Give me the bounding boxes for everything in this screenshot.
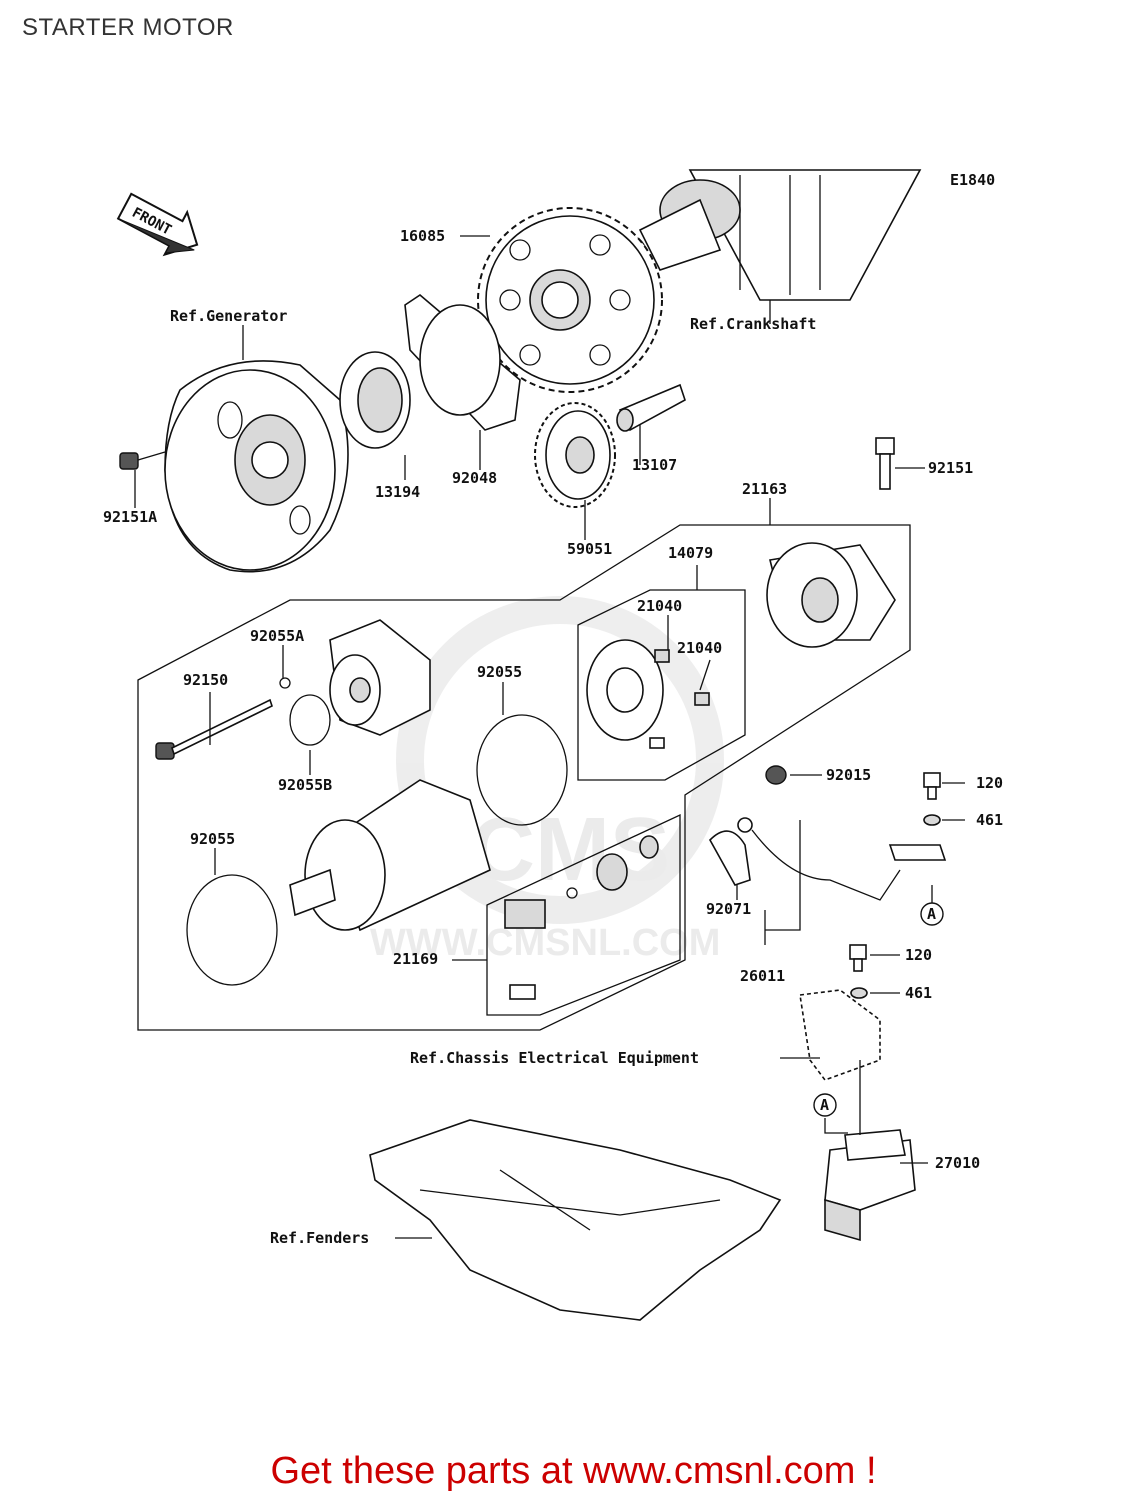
marker-a-2-label: A — [820, 1096, 829, 1114]
label-ref-generator: Ref.Generator — [170, 307, 287, 325]
rear-fender — [369, 1119, 782, 1321]
label-120-a: 120 — [976, 774, 1003, 792]
label-ref-chassis: Ref.Chassis Electrical Equipment — [410, 1049, 699, 1067]
label-92048: 92048 — [452, 469, 497, 487]
chassis-bracket — [799, 989, 881, 1081]
label-21163: 21163 — [742, 480, 787, 498]
brush-21040-b — [694, 692, 710, 706]
plate-92048 — [404, 293, 521, 431]
long-bolt-92150 — [155, 698, 273, 760]
marker-a-1-label: A — [927, 905, 936, 923]
label-92150: 92150 — [183, 671, 228, 689]
o-ring-92055-right — [476, 714, 568, 826]
connection-marker-a-1: A — [920, 902, 944, 926]
label-59051: 59051 — [567, 540, 612, 558]
label-92055A: 92055A — [250, 627, 304, 645]
brush-holder-box-14079 — [577, 589, 746, 781]
cap-92071 — [709, 830, 751, 886]
label-92015: 92015 — [826, 766, 871, 784]
o-ring-92055B — [289, 694, 331, 746]
label-14079: 14079 — [668, 544, 713, 562]
washer-461-a — [923, 814, 941, 826]
label-ref-crankshaft: Ref.Crankshaft — [690, 315, 816, 333]
label-461-b: 461 — [905, 984, 932, 1002]
label-16085: 16085 — [400, 227, 445, 245]
page-title: STARTER MOTOR — [22, 14, 234, 41]
label-21040-b: 21040 — [677, 639, 722, 657]
watermark-brand: CMS — [470, 800, 670, 900]
cable-26011 — [737, 817, 947, 901]
connection-marker-a-2: A — [813, 1093, 837, 1117]
label-92055B: 92055B — [278, 776, 332, 794]
watermark: CMS WWW.CMSNL.COM — [370, 596, 724, 964]
label-26011: 26011 — [740, 967, 785, 985]
idler-gear-59051 — [534, 402, 616, 508]
label-92055-top: 92055 — [477, 663, 522, 681]
washer-461-b — [850, 987, 868, 999]
bolt-92151A — [119, 451, 166, 470]
label-92055-left: 92055 — [190, 830, 235, 848]
bolt-92151 — [875, 437, 895, 490]
nut-92015 — [765, 765, 787, 785]
label-461-a: 461 — [976, 811, 1003, 829]
bolt-120-b — [849, 944, 867, 972]
front-arrow-icon: FRONT — [116, 192, 199, 257]
label-120-b: 120 — [905, 946, 932, 964]
label-21169: 21169 — [393, 950, 438, 968]
starter-gear-16085 — [477, 207, 663, 393]
label-21040-a: 21040 — [637, 597, 682, 615]
label-92151: 92151 — [928, 459, 973, 477]
label-13194: 13194 — [375, 483, 420, 501]
shaft-13107 — [616, 383, 686, 432]
brush-21040-a — [654, 649, 670, 663]
label-13107: 13107 — [632, 456, 677, 474]
assembly-outline-21163 — [137, 524, 911, 1031]
label-ref-fenders: Ref.Fenders — [270, 1229, 369, 1247]
front-cover — [329, 619, 431, 736]
starter-relay-27010 — [824, 1129, 916, 1242]
o-ring-92055-left — [186, 874, 278, 986]
terminal-bolt-21169 — [504, 835, 659, 1000]
footer-parts-link[interactable]: Get these parts at www.cmsnl.com ! — [270, 1450, 877, 1492]
diagram-code: E1840 — [950, 171, 995, 189]
motor-yoke — [289, 779, 491, 932]
label-92151A: 92151A — [103, 508, 157, 526]
leader-lines — [134, 235, 965, 1239]
end-cover-21163 — [766, 542, 896, 648]
brush-plate-14079 — [586, 639, 665, 749]
label-27010: 27010 — [935, 1154, 980, 1172]
o-ring-92055A — [279, 677, 291, 689]
watermark-url: WWW.CMSNL.COM — [370, 922, 720, 964]
generator-rotor — [164, 360, 349, 573]
terminal-box-21169 — [486, 813, 681, 1016]
bolt-120-a — [923, 772, 941, 800]
label-92071: 92071 — [706, 900, 751, 918]
exploded-parts-diagram: CMS WWW.CMSNL.COM E1840 FRONT — [103, 169, 1003, 1321]
one-way-clutch-13194 — [339, 351, 411, 449]
